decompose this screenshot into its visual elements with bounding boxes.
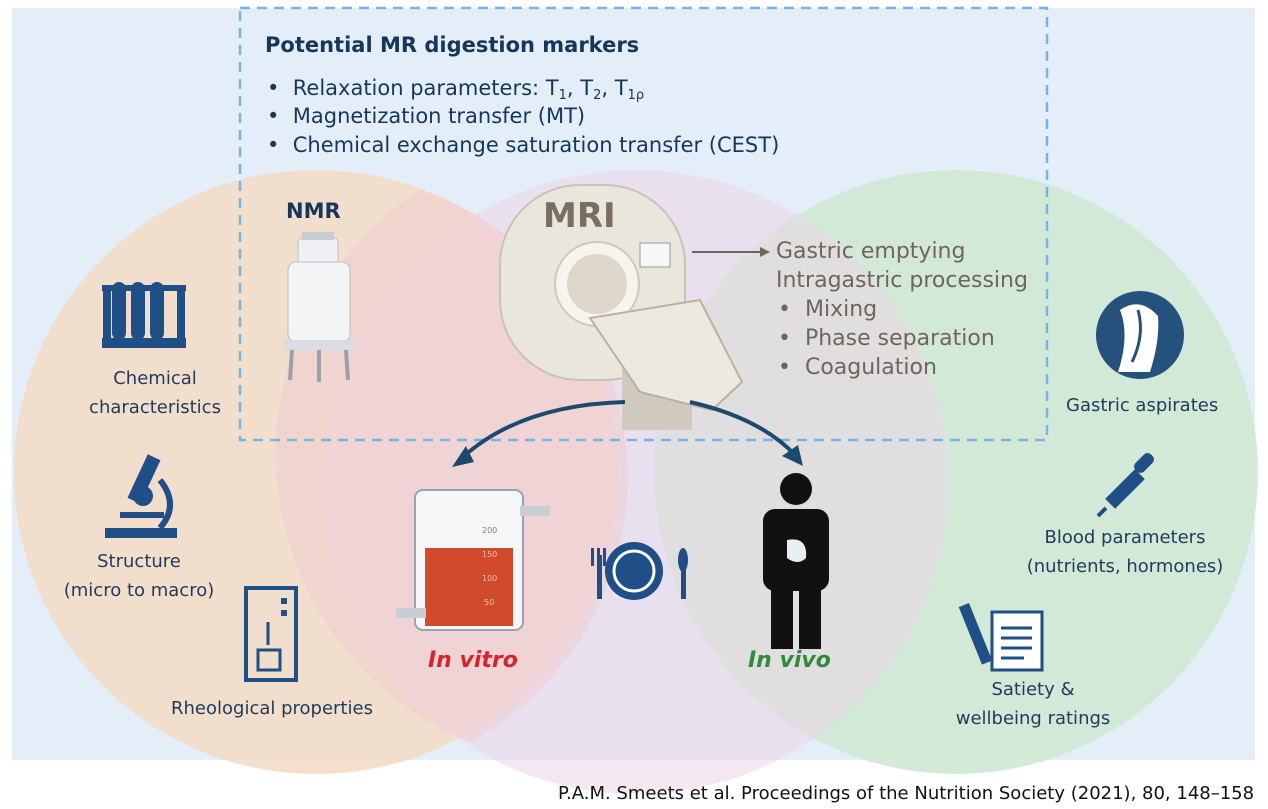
output-mixing: • Mixing xyxy=(778,297,878,322)
mri-output-arrowhead xyxy=(760,247,770,257)
beaker-tick-200: 200 xyxy=(482,526,498,535)
gastric-aspirates-icon xyxy=(1096,291,1184,379)
blood-line-1: Blood parameters xyxy=(1044,527,1206,548)
arrow-to-in-vitro-head xyxy=(452,446,474,467)
rating-form-icon xyxy=(958,603,1044,672)
plate-cutlery-icon xyxy=(591,542,688,600)
satiety-label: Satiety & wellbeing ratings xyxy=(918,675,1148,733)
rheometer-icon xyxy=(244,586,298,682)
arrow-to-in-vivo xyxy=(689,400,797,457)
marker-relaxation: • Relaxation parameters: T1, T2, T1ρ xyxy=(267,76,645,103)
sub-2: 2 xyxy=(593,88,602,103)
beaker-icon xyxy=(396,489,550,631)
in-vitro-label: In vitro xyxy=(428,648,518,673)
marker-mt-text: Magnetization transfer (MT) xyxy=(292,104,586,128)
structure-line-1: Structure xyxy=(97,551,181,572)
citation: P.A.M. Smeets et al. Proceedings of the … xyxy=(558,783,1255,804)
nmr-label: NMR xyxy=(286,199,341,223)
gastric-aspirates-label: Gastric aspirates xyxy=(1066,395,1219,416)
in-vivo-label: In vivo xyxy=(748,648,831,673)
chemical-line-1: Chemical xyxy=(113,368,197,389)
gastric-emptying: Gastric emptying xyxy=(776,239,966,264)
mri-label: MRI xyxy=(543,196,616,236)
nmr-spectrometer-icon xyxy=(283,232,355,382)
markers-title: Potential MR digestion markers xyxy=(265,33,640,57)
marker-cest-text: Chemical exchange saturation transfer (C… xyxy=(292,133,780,157)
test-tubes-icon xyxy=(102,282,186,348)
rheological-label: Rheological properties xyxy=(171,698,373,719)
marker-mt: • Magnetization transfer (MT) xyxy=(267,104,586,128)
blood-line-2: (nutrients, hormones) xyxy=(1026,556,1224,577)
chemical-characteristics-label: Chemical characteristics xyxy=(60,364,250,422)
mri-scanner-icon xyxy=(499,184,744,430)
intragastric-processing: Intragastric processing xyxy=(776,268,1028,293)
structure-line-2: (micro to macro) xyxy=(63,580,215,601)
output-phase-separation-text: Phase separation xyxy=(804,326,995,351)
satiety-line-1: Satiety & xyxy=(991,679,1075,700)
marker-cest: • Chemical exchange saturation transfer … xyxy=(267,133,780,157)
marker-relaxation-text: Relaxation parameters: T xyxy=(292,76,559,100)
beaker-tick-100: 100 xyxy=(482,574,498,583)
satiety-line-2: wellbeing ratings xyxy=(955,708,1111,729)
chemical-line-2: characteristics xyxy=(89,397,221,418)
structure-label: Structure (micro to macro) xyxy=(44,547,234,605)
output-coagulation-text: Coagulation xyxy=(804,355,937,380)
beaker-tick-50: 50 xyxy=(484,598,495,607)
human-body-icon xyxy=(763,473,829,649)
arrow-to-in-vitro xyxy=(460,400,626,460)
output-coagulation: • Coagulation xyxy=(778,355,937,380)
arrow-to-in-vivo-head xyxy=(782,445,803,466)
blood-parameters-label: Blood parameters (nutrients, hormones) xyxy=(1020,523,1230,581)
dropper-icon xyxy=(1096,453,1154,518)
markers-box xyxy=(238,6,1049,442)
output-mixing-text: Mixing xyxy=(804,297,878,322)
microscope-icon xyxy=(105,454,177,538)
beaker-tick-150: 150 xyxy=(482,550,498,559)
output-phase-separation: • Phase separation xyxy=(778,326,995,351)
sub-3: 1ρ xyxy=(627,88,645,103)
sub-1: 1 xyxy=(558,88,567,103)
